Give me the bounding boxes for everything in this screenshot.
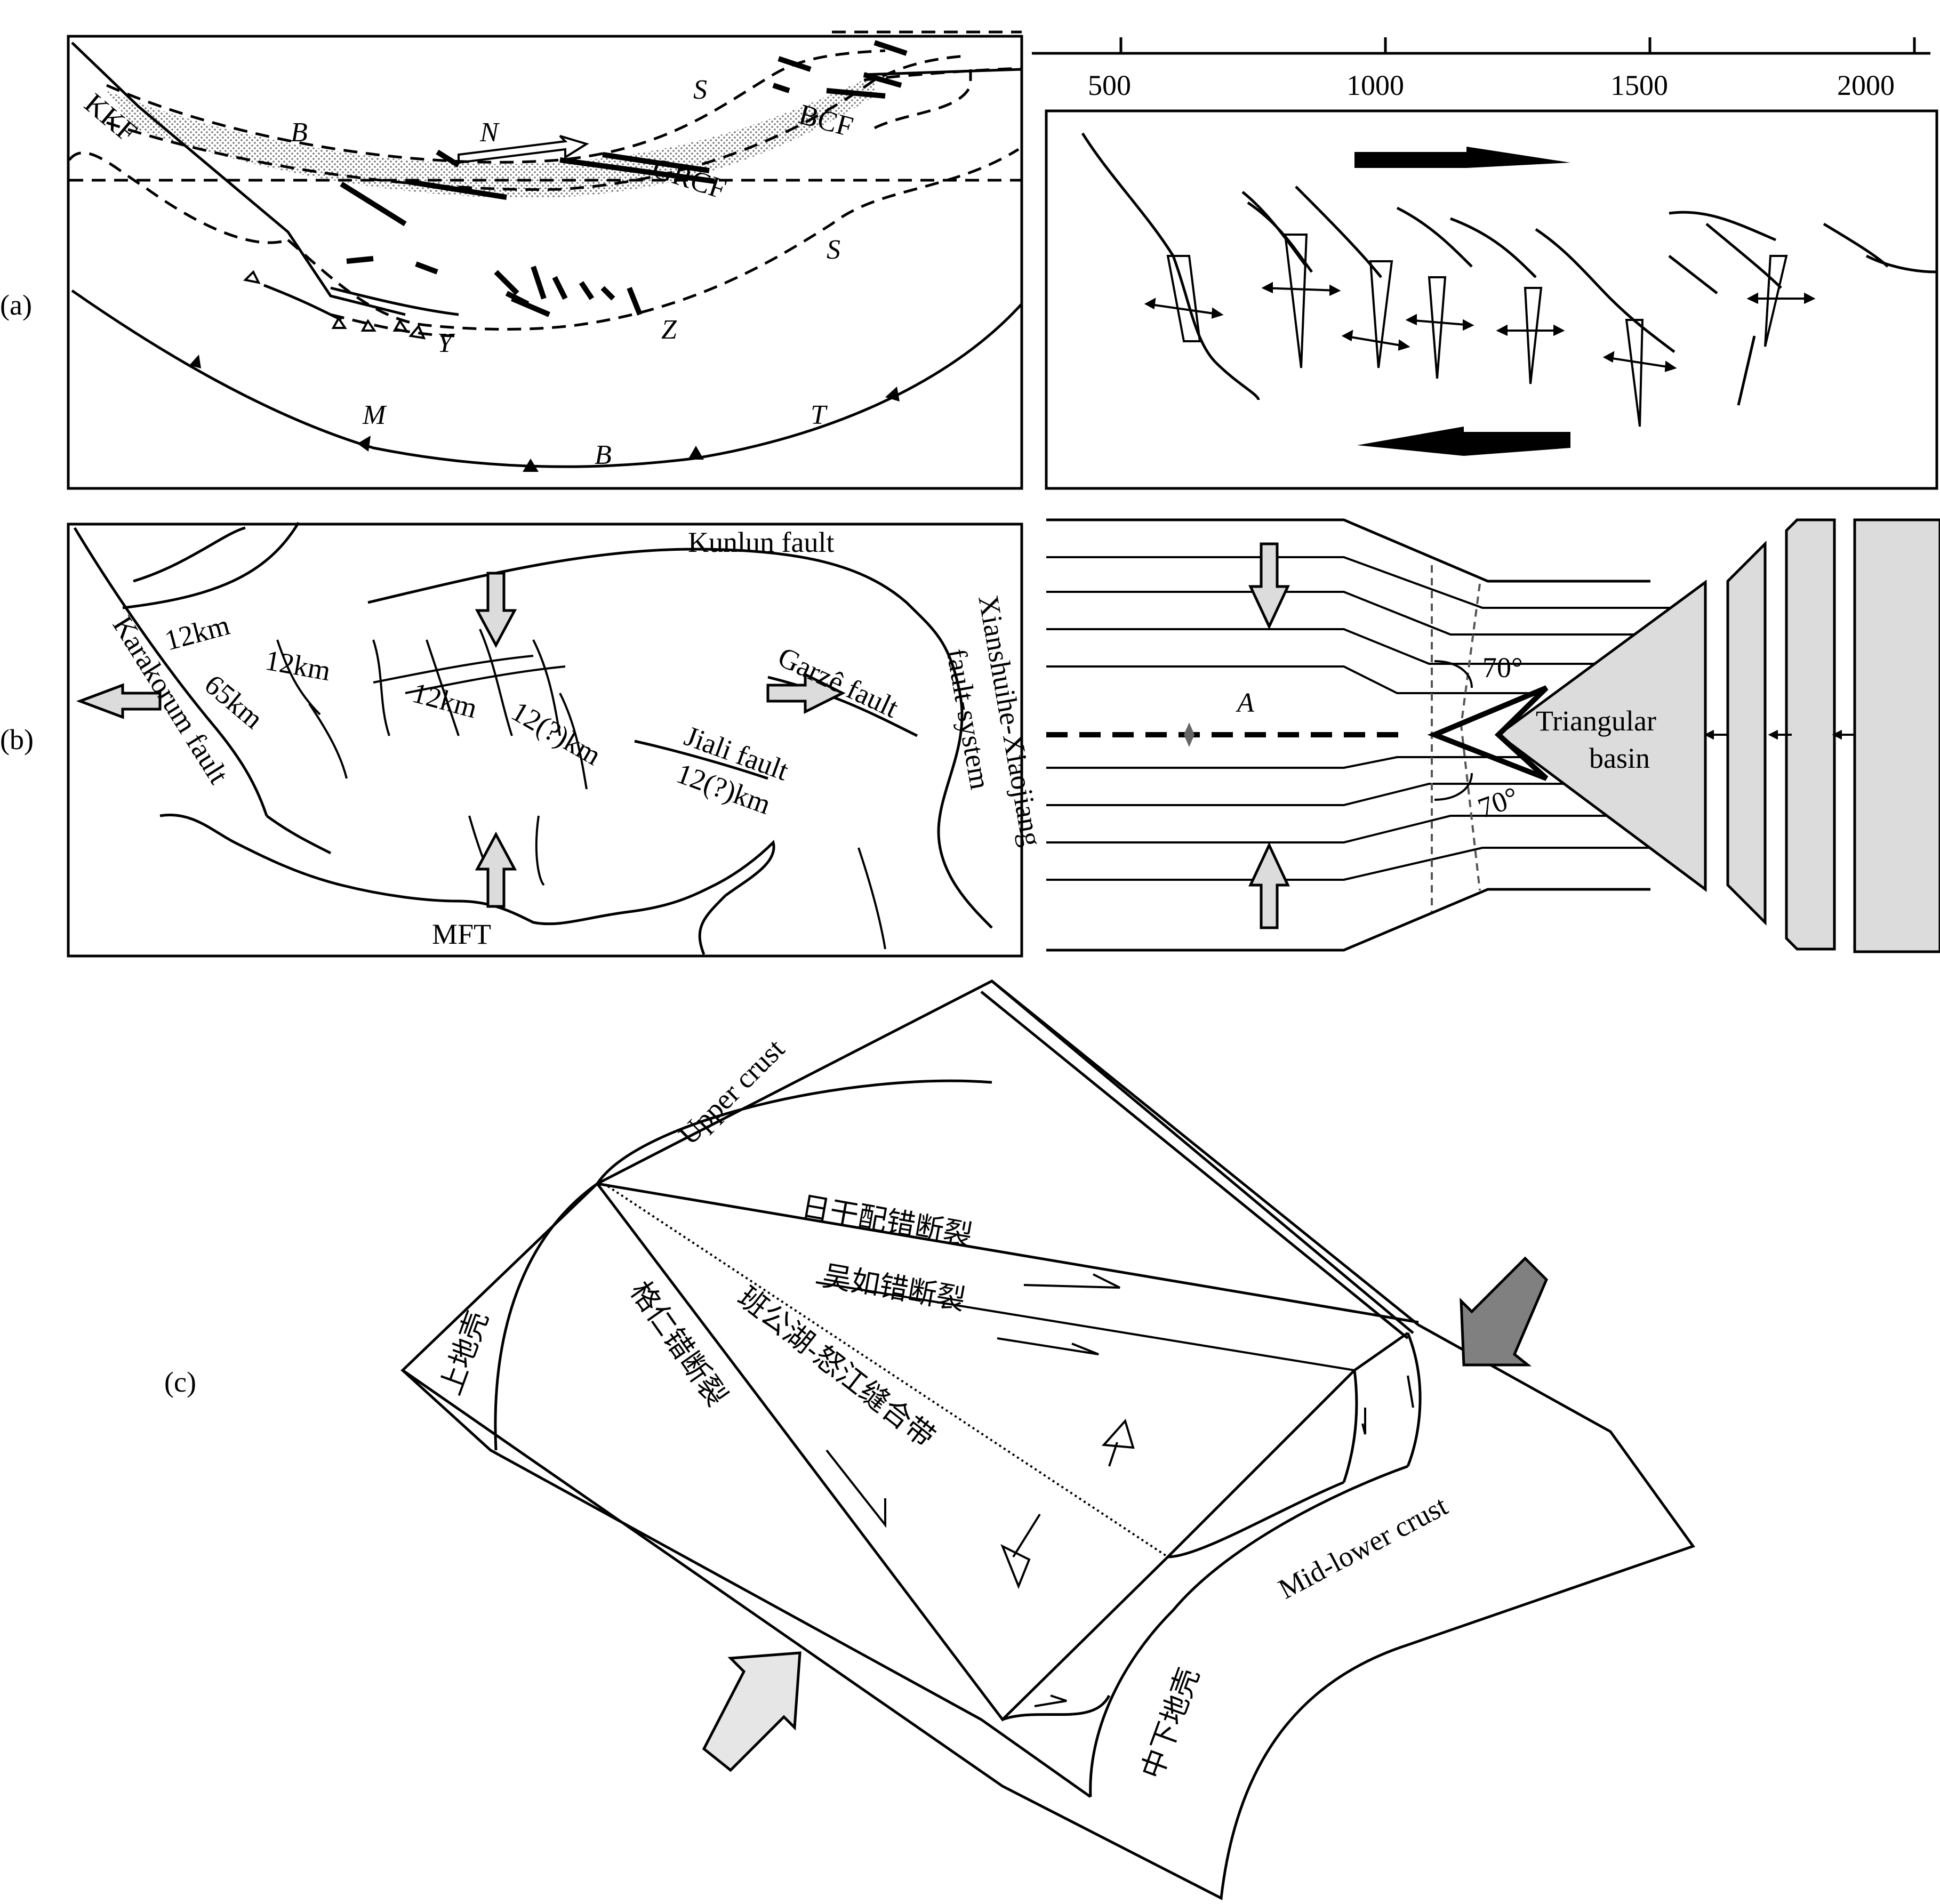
offset-12q-km-a: 12(?)km xyxy=(506,695,606,771)
compression-arrow-sw xyxy=(702,1651,801,1772)
letter-m: M xyxy=(362,400,387,430)
model-arrow-up xyxy=(1248,842,1290,929)
angle-top: 70° xyxy=(1482,652,1523,684)
compression-arrow-ne xyxy=(1460,1256,1548,1367)
label-wurucuo-fault: 吴如错断裂 xyxy=(820,1260,967,1316)
basin-label-2: basin xyxy=(1589,742,1650,774)
triangular-basin xyxy=(1496,580,1707,892)
letter-z: Z xyxy=(661,315,677,345)
letter-y: Y xyxy=(437,328,455,358)
panel-b-model: A 70° 70° Triangular basin xyxy=(1046,518,1940,953)
letter-s-right: S xyxy=(827,235,840,265)
label-upper-crust-zh: 上地壳 xyxy=(435,1307,494,1399)
scale-tick-2000: 2000 xyxy=(1837,69,1895,101)
label-a: A xyxy=(1236,688,1254,718)
panel-b-map: Kunlun fault Karakorum fault Garzê fault… xyxy=(67,521,1048,958)
label-mid-lower-crust-zh: 中下地壳 xyxy=(1136,1664,1205,1783)
scale-tick-500: 500 xyxy=(1088,69,1131,101)
offset-12km-c: 12km xyxy=(409,677,480,725)
letter-n: N xyxy=(479,117,500,148)
shear-arrow-right xyxy=(1354,147,1570,168)
label-mid-lower-crust: Mid-lower crust xyxy=(1273,1490,1453,1605)
label-mft: MFT xyxy=(432,918,491,950)
arrow-north xyxy=(475,831,517,908)
model-arrow-down xyxy=(1248,542,1290,630)
letter-s-top: S xyxy=(693,75,707,105)
offset-65km: 65km xyxy=(198,668,269,735)
panel-c-block: Upper crust 上地壳 日干配错断裂 吴如错断裂 格仁错断裂 班公湖-怒… xyxy=(400,979,1695,1900)
letter-b-bottom: B xyxy=(595,440,612,470)
label-gerencuo-fault: 格仁错断裂 xyxy=(624,1275,733,1412)
angle-bottom: 70° xyxy=(1474,781,1523,824)
label-rigancuo-fault: 日干配错断裂 xyxy=(799,1191,974,1252)
scale-tick-1000: 1000 xyxy=(1346,69,1404,101)
panel-label-c: (c) xyxy=(164,1366,196,1398)
shear-arrow-left xyxy=(1357,427,1570,456)
letter-b-top: B xyxy=(291,117,308,148)
panel-a-model: 500 1000 1500 2000 xyxy=(1032,37,1938,490)
offset-12km-a: 12km xyxy=(162,609,233,657)
label-kunlun-fault: Kunlun fault xyxy=(688,526,834,558)
panel-label-b: (b) xyxy=(0,724,34,756)
offset-12km-b: 12km xyxy=(263,644,333,687)
panel-label-a: (a) xyxy=(0,289,32,321)
panel-a-map: KKF BCF GRCF B N S S Y Z M T B xyxy=(67,30,1023,490)
arrow-west xyxy=(76,683,162,719)
diamond-marker xyxy=(1184,722,1195,747)
letter-t: T xyxy=(811,400,828,430)
arrow-south xyxy=(475,572,517,648)
arrow-east xyxy=(766,672,846,714)
label-upper-crust: Upper crust xyxy=(672,1033,791,1151)
scale-tick-1500: 1500 xyxy=(1610,69,1668,101)
label-garze-fault: Garzê fault xyxy=(773,640,903,724)
basin-label-1: Triangular xyxy=(1536,705,1656,737)
